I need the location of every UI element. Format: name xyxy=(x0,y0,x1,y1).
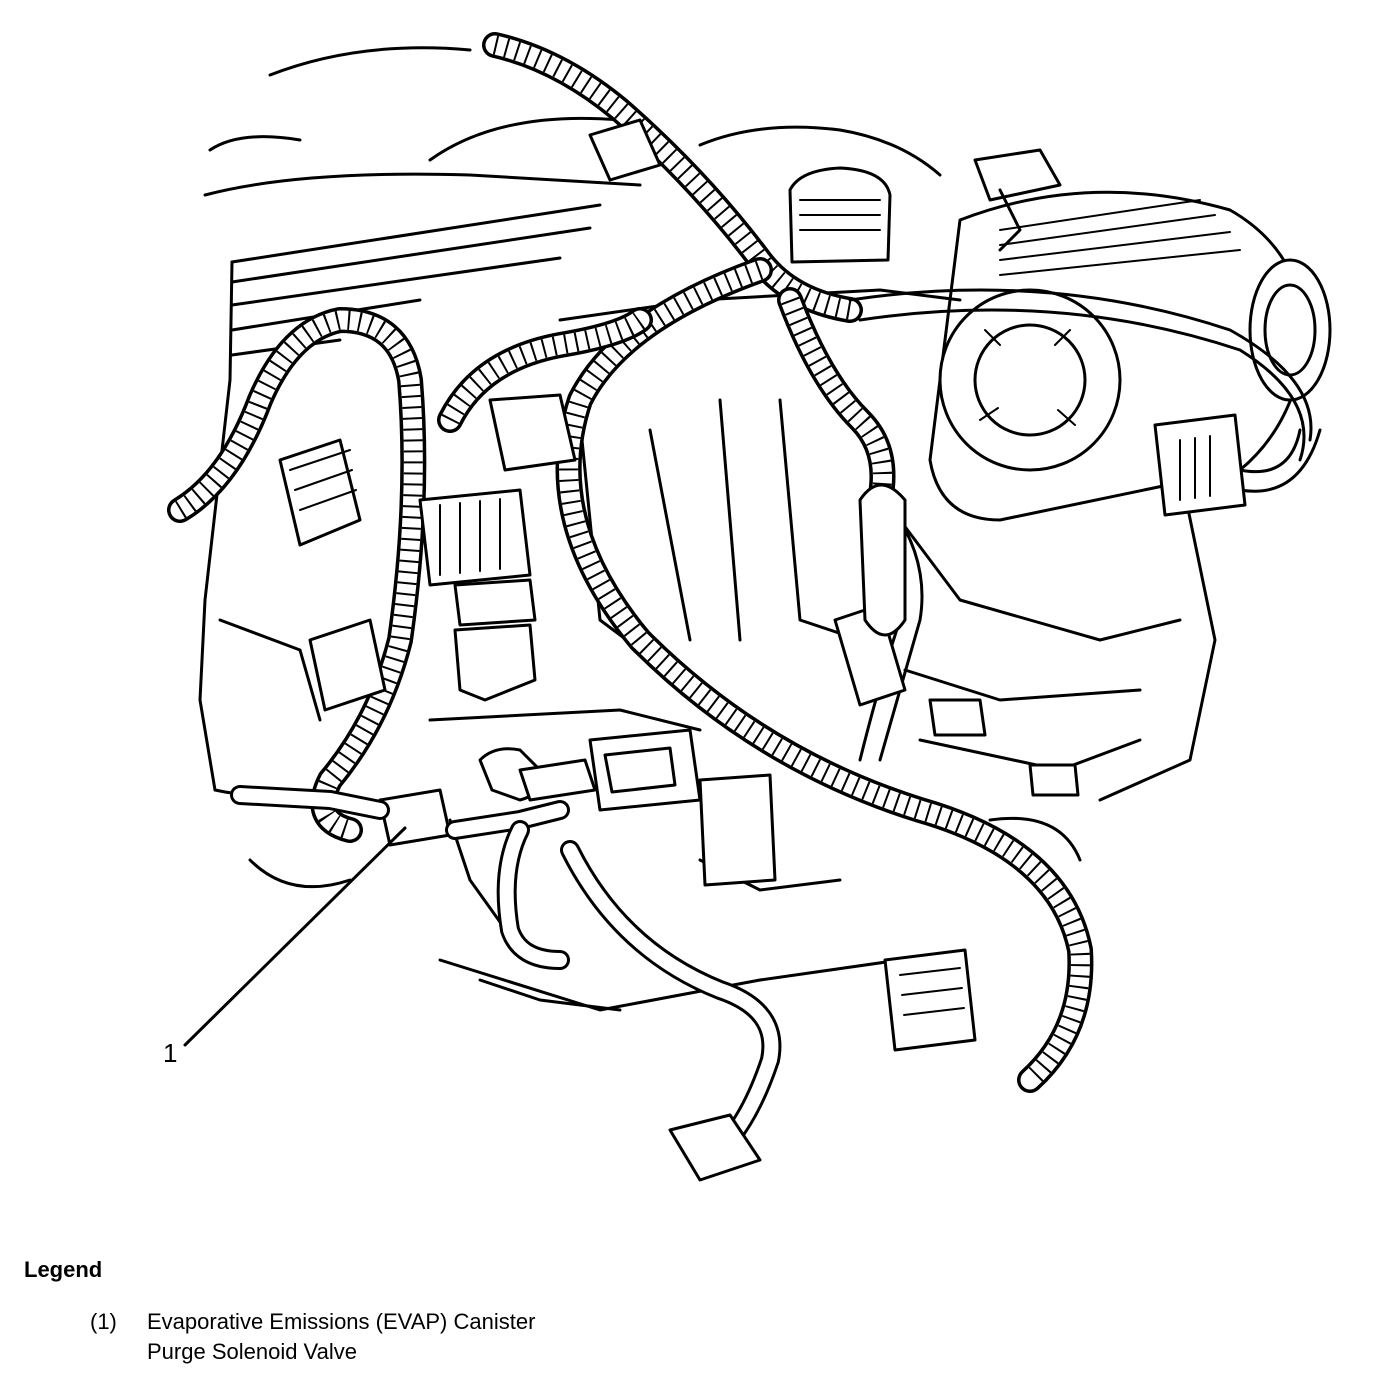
callout-leader-line xyxy=(183,826,407,1047)
legend-item-description-line2: Purge Solenoid Valve xyxy=(147,1339,357,1364)
electrical-connectors xyxy=(278,118,1247,1052)
vacuum-hoses xyxy=(230,483,907,1182)
legend-title: Legend xyxy=(24,1257,103,1282)
legend-item-description-line1: Evaporative Emissions (EVAP) Canister xyxy=(147,1309,536,1334)
throttle-body xyxy=(698,125,942,264)
legend-item-number: (1) xyxy=(90,1309,117,1334)
legend-item-description: Evaporative Emissions (EVAP) Canister Pu… xyxy=(147,1307,707,1367)
evap-solenoid-bracket xyxy=(478,728,777,887)
engine-line-drawing xyxy=(167,32,1332,1182)
alternator xyxy=(928,148,1332,522)
evap-connector xyxy=(378,788,452,847)
callout-number: 1 xyxy=(163,1038,178,1068)
engine-block xyxy=(213,288,1217,1012)
